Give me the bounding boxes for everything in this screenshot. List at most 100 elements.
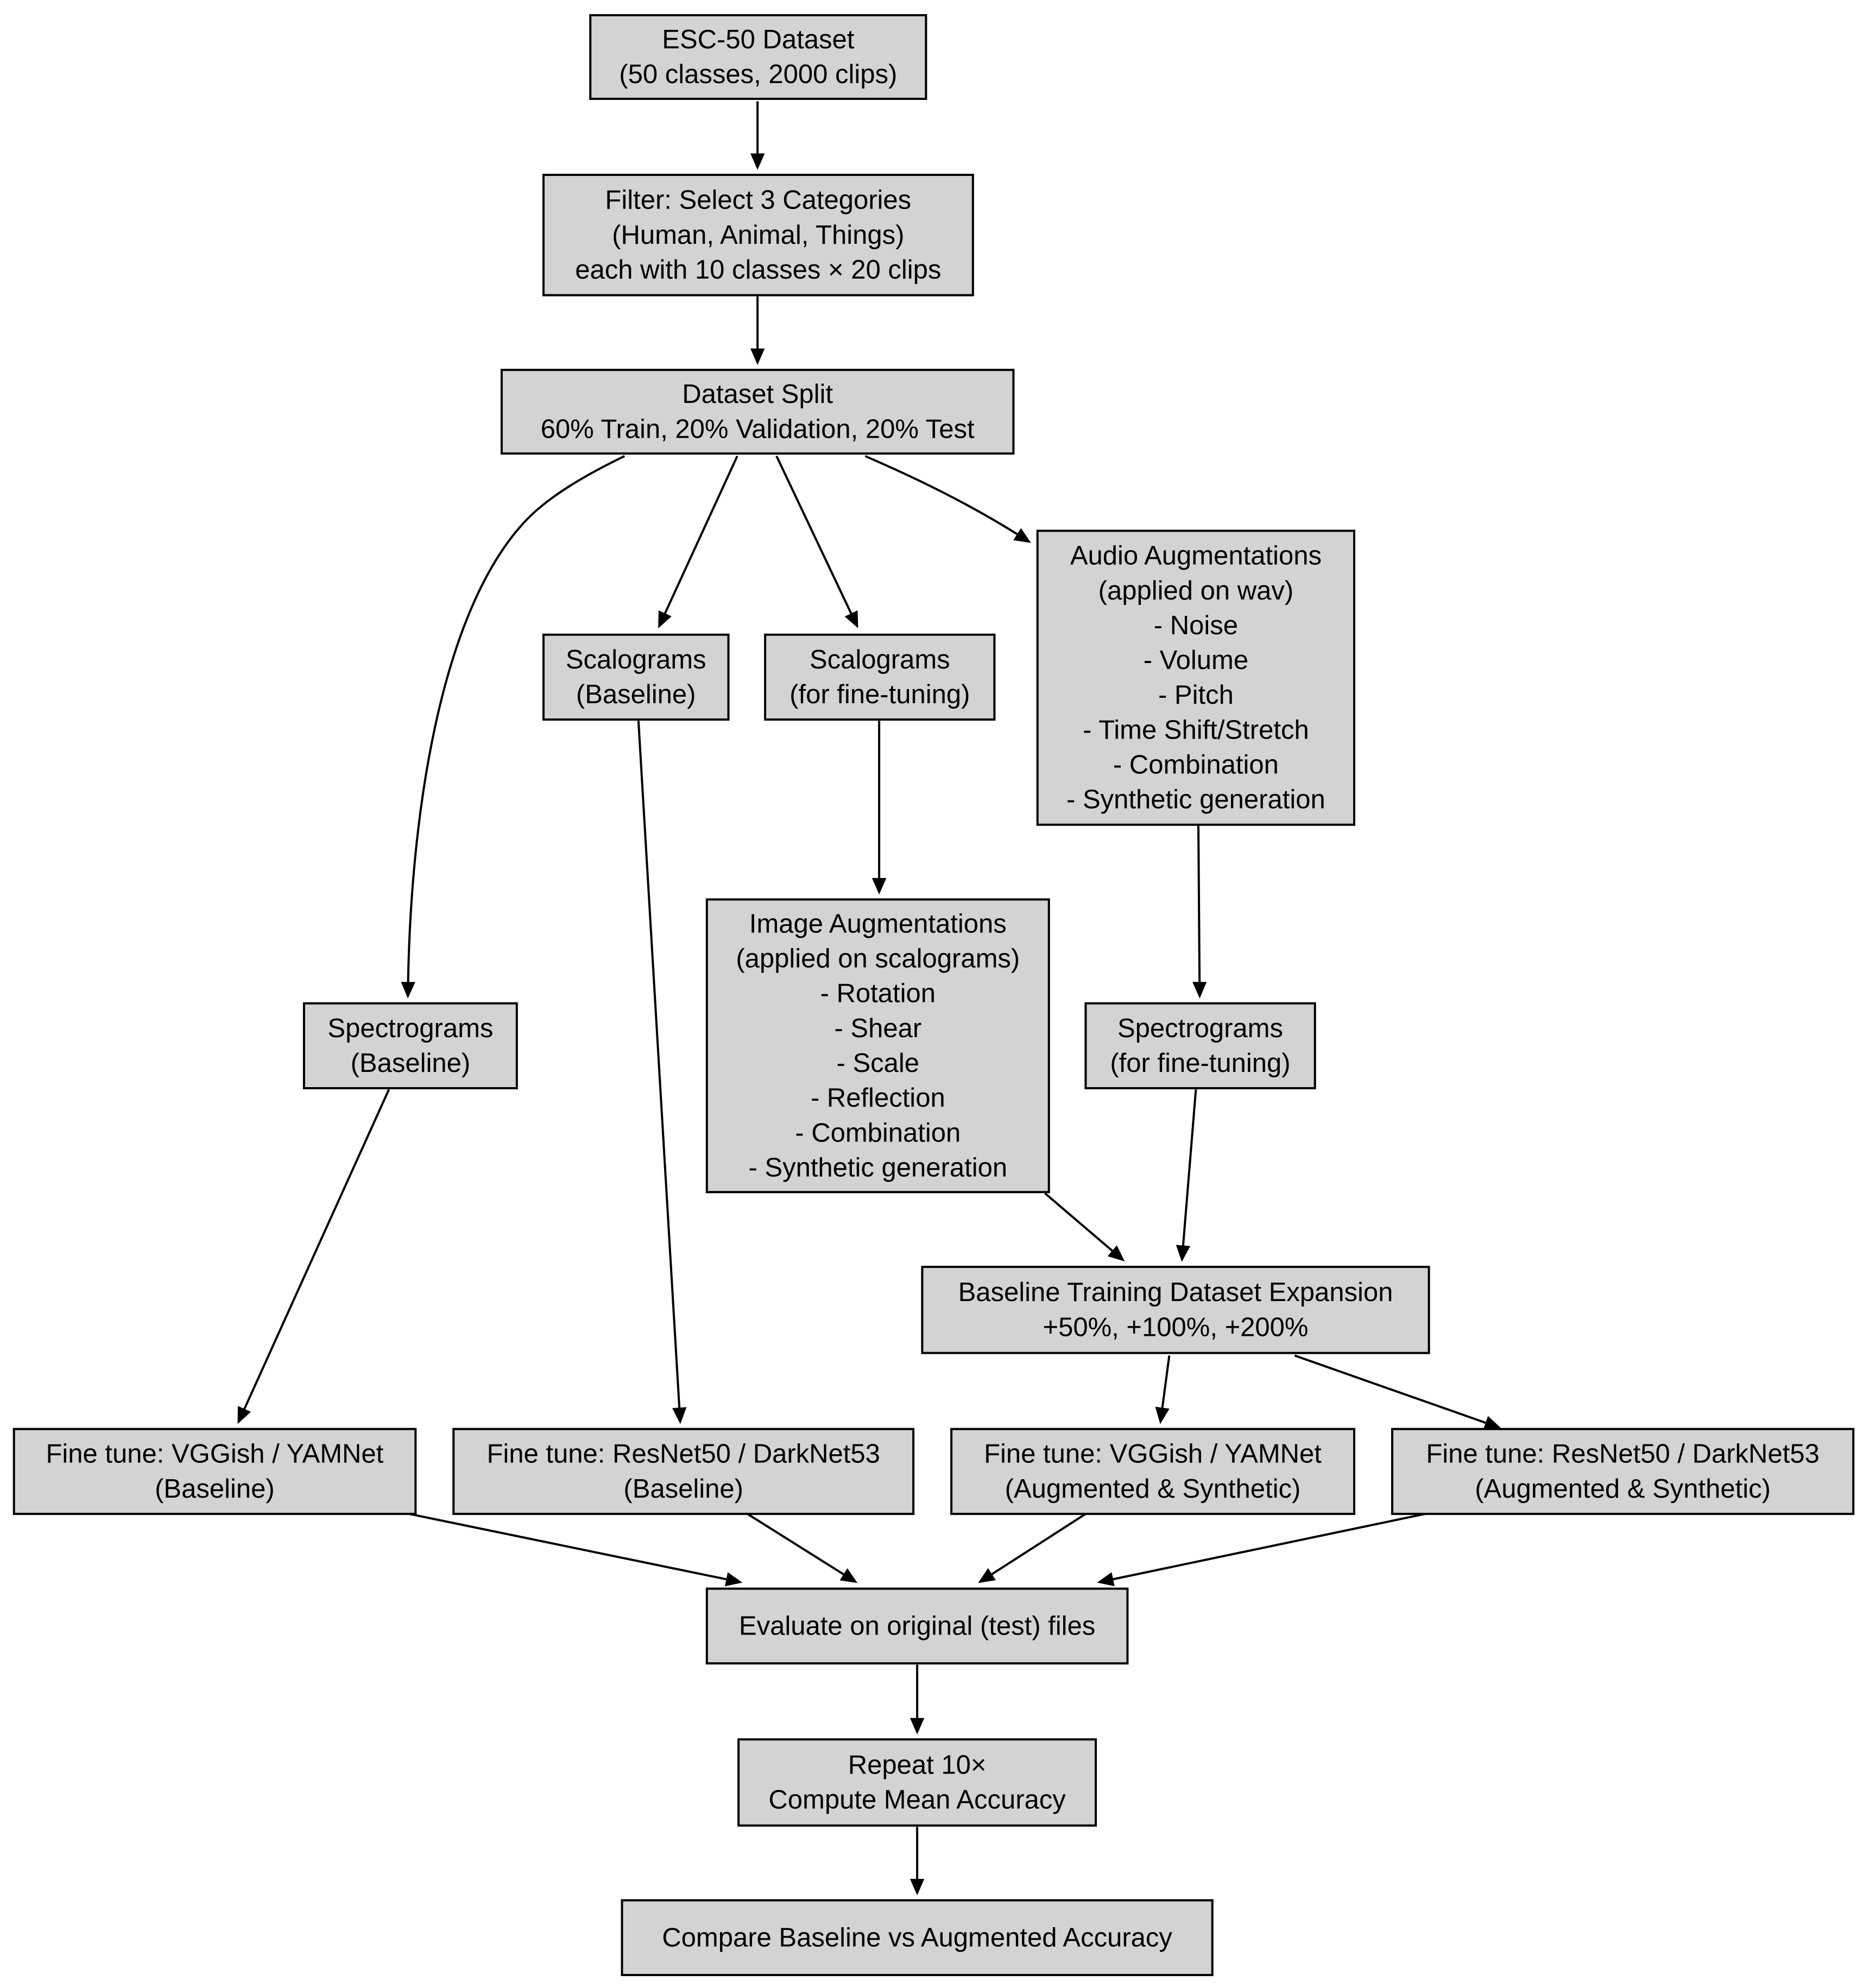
node-label-line: (applied on scalograms) xyxy=(736,944,1020,974)
edge-line xyxy=(988,1513,1087,1577)
node-label-line: (for fine-tuning) xyxy=(790,680,970,709)
edge-line xyxy=(662,456,738,617)
edge-spec_ft-to-expansion xyxy=(1176,1089,1197,1262)
node-label-line: - Shear xyxy=(834,1014,921,1043)
node-box xyxy=(1391,1428,1855,1515)
node-label-line: - Time Shift/Stretch xyxy=(1083,715,1309,744)
edge-line xyxy=(1182,1089,1197,1249)
arrowhead xyxy=(1155,1406,1170,1424)
node-label-line: Spectrograms xyxy=(327,1014,493,1043)
node-label-line: (50 classes, 2000 clips) xyxy=(619,60,897,89)
arrowhead xyxy=(401,982,415,999)
arrowhead xyxy=(978,1568,996,1583)
edge-line xyxy=(1294,1354,1489,1425)
node-box xyxy=(705,898,1050,1194)
edge-ft_vgg_base-to-evaluate xyxy=(409,1512,743,1587)
node-box xyxy=(12,1428,417,1515)
edge-split-to-scalo_base xyxy=(658,456,738,629)
node-label-line: (Augmented & Synthetic) xyxy=(1005,1474,1301,1504)
node-label-line: - Reflection xyxy=(811,1083,945,1113)
node-expansion: Baseline Training Dataset Expansion +50%,… xyxy=(921,1266,1430,1354)
node-label-line: 60% Train, 20% Validation, 20% Test xyxy=(541,414,975,444)
node-label-line: Dataset Split xyxy=(682,380,833,409)
arrowhead xyxy=(750,348,765,365)
node-scalo-base: Scalograms(Baseline) xyxy=(542,633,730,721)
node-label-line: Spectrograms xyxy=(1117,1014,1283,1043)
node-label-line: (Augmented & Synthetic) xyxy=(1475,1474,1771,1504)
node-box xyxy=(589,14,927,100)
arrowhead xyxy=(1097,1572,1115,1587)
node-filter: Filter: Select 3 Categories (Human, Anima… xyxy=(542,174,974,296)
edge-ft_res_aug-to-evaluate xyxy=(1097,1512,1426,1587)
edge-expansion-to-ft_vgg_aug xyxy=(1155,1355,1171,1424)
node-split: Dataset Split 60% Train, 20% Validation, … xyxy=(500,369,1015,455)
node-label-line: Audio Augmentations xyxy=(1070,541,1322,571)
edge-line xyxy=(775,456,854,617)
node-box xyxy=(764,633,996,721)
node-label-line: (Human, Animal, Things) xyxy=(612,220,904,250)
node-label-line: (applied on wav) xyxy=(1098,576,1294,605)
edge-esc50-to-filter xyxy=(750,101,765,170)
node-label-line: Evaluate on original (test) files xyxy=(739,1611,1095,1640)
node-box xyxy=(1036,529,1355,826)
arrowhead xyxy=(871,878,887,895)
node-box xyxy=(452,1428,915,1515)
node-label-line: - Combination xyxy=(1113,750,1279,780)
node-label-line: - Combination xyxy=(795,1118,961,1147)
node-scalo-ft: Scalograms (for fine-tuning) xyxy=(764,633,996,721)
node-esc50: ESC-50 Dataset(50 classes, 2000 clips) xyxy=(589,14,927,100)
node-box xyxy=(705,1587,1129,1665)
edge-scalo_ft-to-image_aug xyxy=(871,721,887,895)
node-label-line: - Noise xyxy=(1154,611,1238,640)
node-box xyxy=(500,369,1015,455)
edge-line xyxy=(409,1512,730,1581)
node-label-line: - Pitch xyxy=(1158,680,1234,710)
node-evaluate: Evaluate on original (test) files xyxy=(705,1587,1129,1665)
edge-line xyxy=(864,455,1021,537)
edge-line xyxy=(637,721,681,1411)
edge-expansion-to-ft_res_aug xyxy=(1294,1354,1501,1430)
arrowhead xyxy=(750,153,765,170)
node-label-line: Scalograms xyxy=(810,645,950,674)
arrowhead xyxy=(1192,982,1207,999)
node-label-line: each with 10 classes × 20 clips xyxy=(575,255,941,285)
node-repeat: Repeat 10×Compute Mean Accuracy xyxy=(737,1738,1097,1827)
edge-line xyxy=(747,1513,847,1577)
edge-split-to-scalo_ft xyxy=(775,456,858,629)
node-box xyxy=(737,1738,1097,1827)
node-box xyxy=(1084,1002,1316,1089)
node-box xyxy=(302,1002,518,1089)
node-label-line: (Baseline) xyxy=(576,680,696,709)
node-label-line: Image Augmentations xyxy=(749,909,1007,938)
node-label-line: (for fine-tuning) xyxy=(1110,1049,1290,1078)
edge-line xyxy=(1160,1355,1171,1411)
node-label-line: Repeat 10× xyxy=(848,1751,987,1780)
node-label-line: Filter: Select 3 Categories xyxy=(605,186,911,215)
node-compare: Compare Baseline vs Augmented Accuracy xyxy=(621,1899,1214,1977)
edge-audio_aug-to-spec_ft xyxy=(1192,826,1207,999)
edge-line xyxy=(1197,826,1201,986)
node-label-line: Baseline Training Dataset Expansion xyxy=(958,1278,1393,1307)
edge-spec_base-to-ft_vgg_base xyxy=(237,1089,390,1424)
node-label-line: - Scale xyxy=(837,1049,920,1078)
node-image-aug: Image Augmentations (applied on scalogram… xyxy=(705,898,1050,1194)
arrowhead xyxy=(1176,1245,1191,1262)
edge-split-to-audio_aug xyxy=(864,455,1031,543)
edge-scalo_base-to-ft_res_base xyxy=(637,721,687,1424)
arrowhead xyxy=(910,1879,925,1896)
arrowhead xyxy=(658,610,672,629)
edge-line xyxy=(242,1089,390,1413)
node-label-line: Fine tune: VGGish / YAMNet xyxy=(984,1440,1322,1469)
node-box xyxy=(921,1266,1430,1354)
edge-evaluate-to-repeat xyxy=(910,1664,925,1734)
arrowhead xyxy=(237,1406,251,1424)
edge-filter-to-split xyxy=(750,296,765,365)
edge-ft_res_base-to-evaluate xyxy=(747,1513,858,1583)
node-audio-aug: Audio Augmentations (applied on wav) - Noi… xyxy=(1036,529,1355,826)
node-box xyxy=(621,1899,1214,1977)
node-box xyxy=(950,1428,1355,1515)
node-label-line: +50%, +100%, +200% xyxy=(1043,1312,1308,1342)
node-spec-ft: Spectrograms (for fine-tuning) xyxy=(1084,1002,1316,1089)
node-box xyxy=(542,174,974,296)
